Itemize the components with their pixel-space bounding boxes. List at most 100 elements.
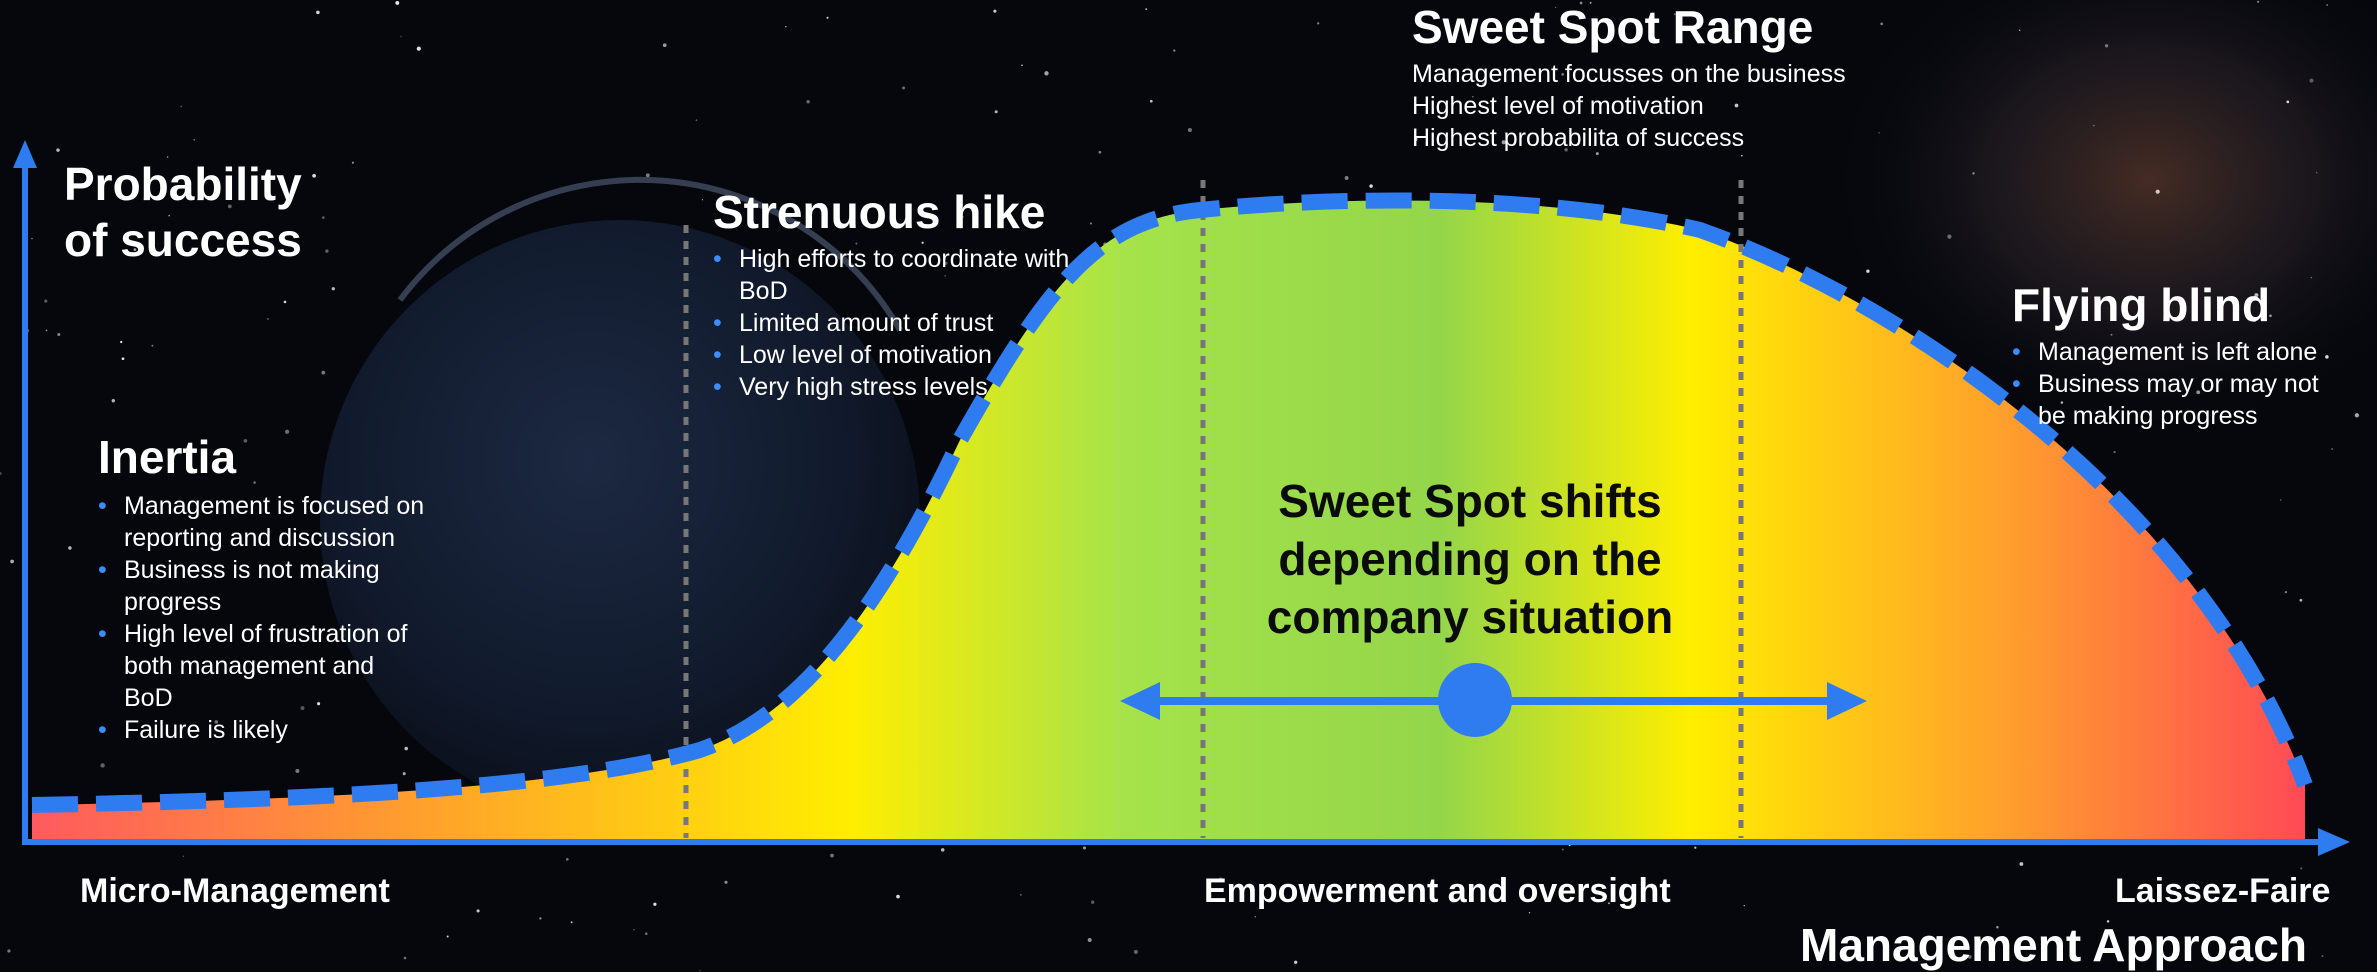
sweet-spot-line: Highest level of motivation [1412,92,1704,120]
star [855,242,858,245]
star [283,300,287,304]
star [400,35,402,38]
star [1579,1,1583,5]
star [2155,189,2160,194]
star [1021,64,1023,67]
star [1369,184,1373,188]
earth-globe [320,220,920,820]
star [1098,150,1102,154]
star [325,249,329,253]
strenuous-bullet: •Low level of motivation [713,341,992,369]
star [68,546,72,550]
star [2252,318,2257,323]
star [565,858,569,861]
star [45,329,48,332]
star [111,399,115,403]
star [476,909,480,913]
star [1996,925,1999,929]
flying-blind-title: Flying blind [2012,279,2271,331]
star [2321,955,2324,958]
star [1608,902,1610,905]
star [133,248,137,251]
flying-blind-bullets: •Management is left alone •Business may … [2012,336,2319,432]
star [1528,912,1531,914]
star [403,956,407,960]
star [316,10,320,15]
star [701,199,704,201]
star [416,46,421,51]
star [1694,846,1697,849]
strenuous-block: Strenuous hike •High efforts to coordina… [713,185,1069,403]
star [2104,44,2109,48]
y-axis-title-line-1: Probability [64,158,302,210]
star [570,921,573,924]
star [1947,234,1952,239]
star [1087,937,1092,943]
star [166,156,169,158]
star [1472,95,1474,98]
star [662,43,667,48]
y-axis-arrowhead [13,140,37,168]
star [446,935,449,938]
strenuous-title: Strenuous hike [713,186,1046,238]
star [994,110,998,114]
star [317,702,321,706]
star [2269,314,2272,318]
star [0,472,2,475]
nebula-cloud [1820,0,2377,440]
star [2309,78,2314,83]
star [300,706,305,711]
y-axis-title: Probability of success [64,156,302,268]
star [404,746,409,751]
star [2354,413,2360,418]
y-axis-title-line-2: of success [64,214,302,266]
star [243,438,248,443]
star [785,26,787,28]
star [57,332,61,337]
flying-blind-bullet: •Management is left alone [2012,338,2318,366]
star [312,173,316,178]
star [1044,71,1049,76]
star [151,344,154,347]
star [1344,176,1349,180]
star [1866,269,1870,273]
star [1880,22,1884,26]
star [295,768,300,774]
star [1561,848,1564,851]
star [2060,401,2064,404]
star [1673,13,1676,16]
star [182,855,185,858]
star [2196,390,2201,395]
star [284,429,290,434]
sweet-spot-line: Management focusses on the business [1412,60,1846,88]
star [1149,99,1153,103]
star [1972,172,1975,175]
star [2326,4,2328,6]
strenuous-bullet: •Limited amount of trust [713,309,994,337]
star [402,772,406,776]
inertia-bullet: •Failure is likely [98,716,288,744]
star [1564,148,1568,152]
star [31,237,33,240]
star [1554,6,1557,9]
star [1317,22,1320,25]
star [896,894,900,899]
star [1082,846,1087,850]
star [1589,1,1592,4]
star [921,241,924,244]
star [1091,900,1095,904]
star [120,340,123,344]
star [961,215,964,219]
star [944,275,946,277]
star [2019,862,2024,866]
star [2254,293,2259,298]
star [1967,955,1972,959]
star [1254,915,1257,918]
star [539,917,542,920]
star [1133,949,1138,954]
star [100,763,105,768]
star [253,481,256,484]
star [644,932,648,936]
